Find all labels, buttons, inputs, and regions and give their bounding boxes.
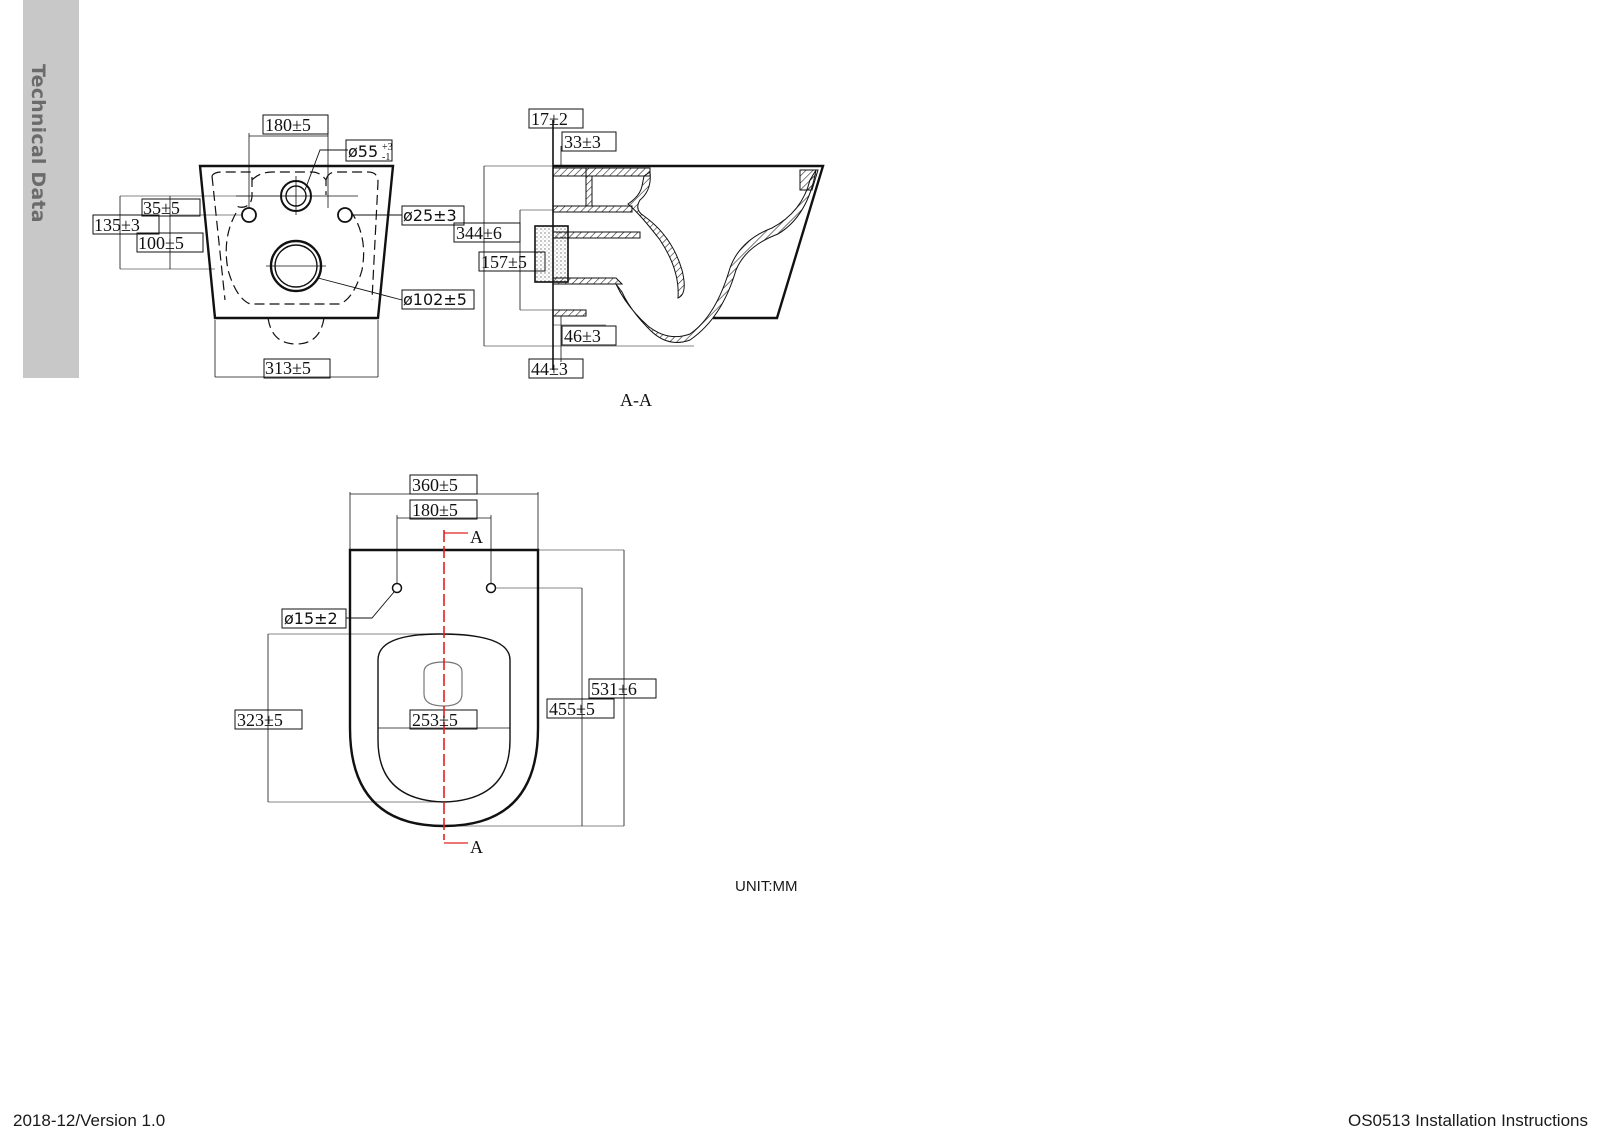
- section-cut-line: [443, 530, 468, 844]
- front-outline: [198, 164, 395, 320]
- dim-overall-width: 360±5: [412, 475, 458, 495]
- dim-17: 17±2: [531, 109, 568, 129]
- dim-bolt-dia: ø25±3: [403, 206, 457, 225]
- front-view-labels: 180±5 ø55 +3 -1 ø25±3 ø102±5 35±5 135±3 …: [94, 115, 467, 378]
- section-trap: [615, 169, 817, 343]
- seat-opening: [377, 633, 511, 803]
- dim-hole-dia: ø15±2: [284, 609, 338, 628]
- unit-label: UNIT:MM: [735, 878, 798, 895]
- section-mounting-block: [534, 225, 569, 283]
- dim-overall-length: 531±6: [591, 679, 637, 699]
- section-marker-bottom: A: [470, 837, 483, 857]
- fixing-hole-right: [485, 582, 497, 594]
- front-bowl-dashed: [225, 212, 365, 305]
- section-view-labels: 17±2 33±3 344±6 157±5 46±3 44±3 A-A: [456, 109, 652, 410]
- dim-44: 44±3: [531, 359, 568, 379]
- dim-344: 344±6: [456, 223, 502, 243]
- bolt-hole-right: [337, 207, 353, 223]
- dim-inlet-tol-lower: -1: [382, 152, 390, 163]
- dim-bottom-width: 313±5: [265, 358, 311, 378]
- dim-depth-323: 323±5: [237, 710, 283, 730]
- flush-opening: [423, 661, 463, 707]
- dim-height-135: 135±3: [94, 215, 140, 235]
- dim-height-35: 35±5: [143, 198, 180, 218]
- bolt-hole-left: [241, 207, 257, 223]
- section-bowl: [627, 171, 685, 299]
- dim-33: 33±3: [564, 132, 601, 152]
- dim-inner-width: 253±5: [412, 710, 458, 730]
- dim-top-width: 180±5: [265, 115, 311, 135]
- front-view: [92, 114, 475, 379]
- section-top-wall: [585, 167, 651, 177]
- dim-inlet-dia: ø55: [348, 142, 378, 161]
- section-view: [453, 108, 825, 379]
- fixing-hole-left: [391, 582, 403, 594]
- dim-depth-455: 455±5: [549, 699, 595, 719]
- section-marker-top: A: [470, 527, 483, 547]
- dim-inlet-tol-upper: +3: [382, 142, 393, 153]
- section-label: A-A: [620, 390, 652, 410]
- top-view: [234, 474, 657, 828]
- dim-157: 157±5: [481, 252, 527, 272]
- dim-hole-spacing: 180±5: [412, 500, 458, 520]
- footer-version: 2018-12/Version 1.0: [13, 1111, 166, 1130]
- front-bottom-dashed: [267, 317, 325, 345]
- dim-46: 46±3: [564, 326, 601, 346]
- footer-doc-title: OS0513 Installation Instructions: [1347, 1111, 1588, 1130]
- dim-outlet-dia: ø102±5: [403, 290, 467, 309]
- section-outer-shell: [553, 164, 825, 320]
- side-tab: [23, 0, 79, 378]
- dim-height-100: 100±5: [138, 233, 184, 253]
- front-inner-dashed: [211, 171, 379, 301]
- top-view-labels: A A 360±5 180±5 ø15±2 323±5 253±5 455±5 …: [237, 475, 637, 857]
